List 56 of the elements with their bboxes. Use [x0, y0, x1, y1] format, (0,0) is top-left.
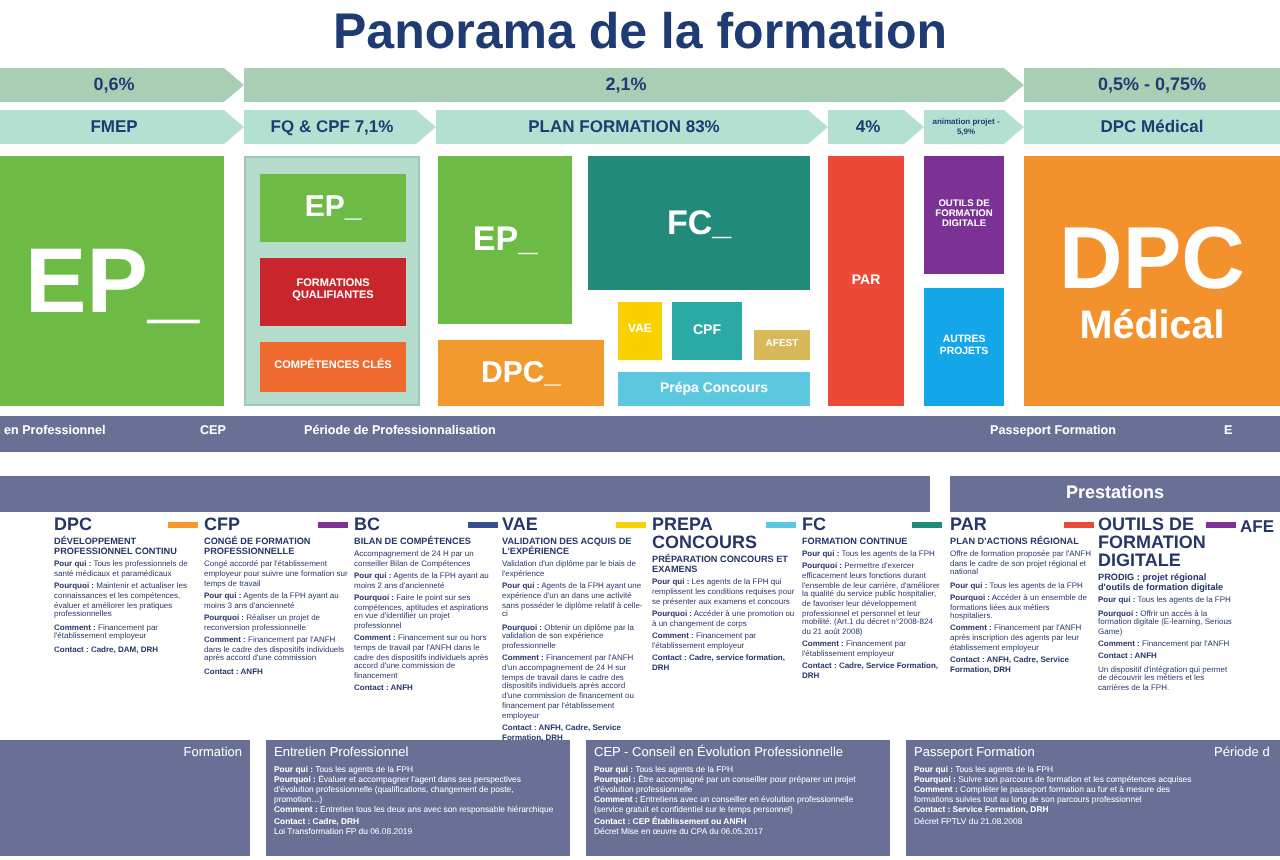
topic-band — [0, 416, 1280, 452]
card-title: OUTILS DE FORMATION DIGITALE — [1098, 516, 1206, 570]
info-panel — [0, 740, 250, 856]
program-block — [618, 302, 662, 360]
program-block — [828, 156, 904, 406]
card-title: DPC — [54, 516, 93, 534]
program-block — [0, 156, 224, 406]
card-title: CFP — [204, 516, 240, 534]
block-label: EP_ — [472, 222, 538, 258]
program-block — [260, 342, 406, 392]
block-label: DPC Médical — [1100, 118, 1204, 136]
category-banner — [0, 110, 244, 144]
block-label: 2,1% — [605, 75, 647, 95]
block-label: FMEP — [90, 118, 138, 136]
program-block — [924, 156, 1004, 274]
program-block — [588, 156, 810, 290]
block-label: 0,5% - 0,75% — [1097, 75, 1207, 95]
info-panel — [266, 740, 570, 856]
block-label: DPC_ — [480, 357, 561, 389]
card-title: PREPA CONCOURS — [652, 516, 760, 552]
program-block — [1024, 156, 1280, 406]
block-label: 0,6% — [93, 75, 135, 95]
page-title: Panorama de la formation — [330, 4, 950, 62]
program-block — [260, 258, 406, 326]
percentage-banner — [1024, 68, 1280, 102]
percentage-banner — [0, 68, 244, 102]
card-title: PAR — [950, 516, 987, 534]
program-block — [260, 174, 406, 242]
program-block — [438, 156, 572, 324]
block-label: PLAN FORMATION 83% — [528, 118, 720, 136]
program-block — [618, 372, 810, 406]
block-label: 4% — [855, 118, 881, 136]
category-banner — [244, 110, 436, 144]
program-panel — [244, 156, 420, 406]
info-panel — [906, 740, 1210, 856]
card-title: BC — [354, 516, 380, 534]
info-panel — [586, 740, 890, 856]
program-block — [924, 288, 1004, 406]
block-label: FQ & CPF 7,1% — [270, 118, 394, 136]
program-block — [672, 302, 742, 360]
header-bar — [0, 476, 930, 512]
block-label: EP_ — [304, 192, 362, 224]
card-title: FC — [802, 516, 826, 534]
card-title: VAE — [502, 516, 538, 534]
category-banner — [828, 110, 924, 144]
block-label: Prestations — [1065, 484, 1165, 504]
category-banner — [924, 110, 1024, 144]
block-label: EP_ — [25, 232, 199, 330]
info-panel — [1206, 740, 1280, 856]
block-label: DPC — [1059, 214, 1245, 307]
program-block — [438, 340, 604, 406]
block-label: Médical — [1079, 306, 1225, 348]
card-title: AFE — [1240, 516, 1276, 537]
block-label: FC_ — [666, 205, 732, 241]
program-block — [754, 330, 810, 360]
header-bar — [950, 476, 1280, 512]
